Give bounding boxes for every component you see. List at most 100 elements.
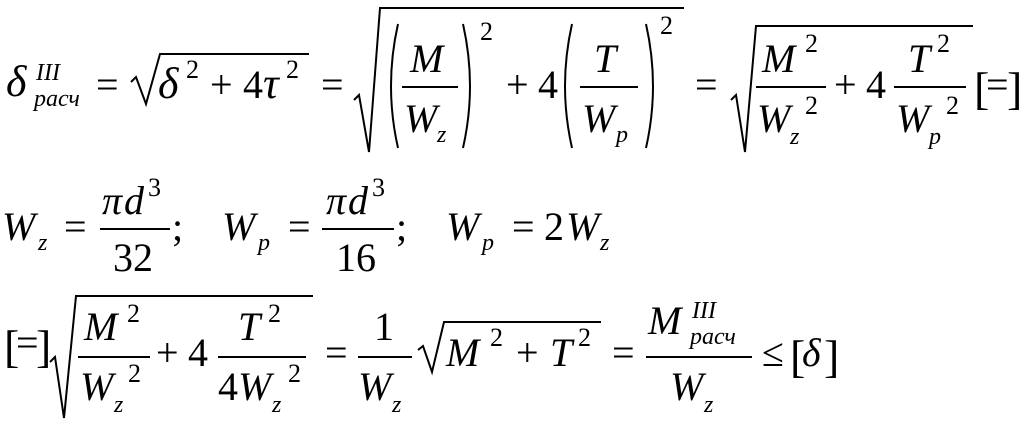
torque-t: T bbox=[908, 36, 933, 81]
moment-m: M bbox=[83, 304, 120, 349]
exponent-3: 3 bbox=[372, 173, 385, 202]
radical-sign bbox=[730, 25, 973, 153]
plus-sign: + bbox=[506, 62, 529, 107]
diameter-d: d bbox=[124, 178, 145, 223]
moment-m: M bbox=[647, 298, 684, 343]
coefficient-4: 4 bbox=[538, 62, 558, 107]
equals-sign: = bbox=[695, 62, 718, 107]
subscript-z: z bbox=[599, 230, 610, 256]
equals-sign: = bbox=[64, 204, 87, 249]
less-or-equal-sign: ≤ bbox=[762, 330, 784, 375]
delta-symbol: δ bbox=[158, 59, 180, 108]
exponent-2: 2 bbox=[186, 55, 199, 84]
denominator-16: 16 bbox=[336, 235, 376, 280]
torque-t: T bbox=[594, 36, 619, 81]
exponent-2: 2 bbox=[127, 299, 140, 328]
subscript-p: p bbox=[614, 122, 628, 148]
radical-sign bbox=[130, 53, 309, 108]
equals-sign: = bbox=[986, 62, 1009, 107]
right-bracket: ] bbox=[36, 321, 51, 372]
section-modulus-w: W bbox=[404, 96, 441, 141]
torque-t: T bbox=[238, 304, 263, 349]
semicolon: ; bbox=[172, 204, 183, 249]
exponent-2: 2 bbox=[268, 299, 281, 328]
exponent-2: 2 bbox=[578, 323, 591, 352]
tau-symbol: τ bbox=[263, 59, 281, 108]
right-paren bbox=[462, 23, 471, 149]
subscript-z: z bbox=[391, 392, 402, 418]
pi-symbol: π bbox=[326, 178, 347, 223]
subscript-rasch: расч bbox=[688, 324, 736, 350]
right-bracket: ] bbox=[1007, 63, 1022, 114]
radical-sign bbox=[353, 7, 684, 153]
delta-symbol: δ bbox=[6, 57, 28, 106]
line-2-formula: W z = π d 3 32 ; W p = π d 3 16 ; W p = … bbox=[2, 173, 610, 280]
plus-sign: + bbox=[210, 62, 233, 107]
exponent-2: 2 bbox=[490, 323, 503, 352]
subscript-z: z bbox=[436, 122, 447, 148]
left-bracket: [ bbox=[790, 331, 805, 382]
moment-m: M bbox=[409, 36, 446, 81]
radical-sign bbox=[417, 321, 601, 376]
exponent-2: 2 bbox=[288, 359, 301, 388]
equals-sign: = bbox=[325, 330, 348, 375]
line-1-formula: δ III расч = δ 2 + 4 τ 2 = M W z 2 + 4 T… bbox=[6, 7, 1022, 153]
moment-m: M bbox=[445, 330, 482, 375]
section-modulus-w: W bbox=[582, 96, 619, 141]
exponent-2: 2 bbox=[946, 91, 959, 120]
radical-sign bbox=[49, 295, 313, 419]
coefficient-4: 4 bbox=[218, 364, 238, 409]
coefficient-4: 4 bbox=[866, 62, 886, 107]
plus-sign: + bbox=[156, 330, 179, 375]
pi-symbol: π bbox=[102, 178, 123, 223]
delta-symbol: δ bbox=[802, 330, 822, 375]
subscript-p: p bbox=[256, 230, 270, 256]
equals-sign: = bbox=[512, 204, 535, 249]
coefficient-4: 4 bbox=[188, 330, 208, 375]
equals-sign: = bbox=[96, 62, 119, 107]
exponent-2: 2 bbox=[480, 17, 493, 46]
section-modulus-w: W bbox=[670, 364, 707, 409]
section-modulus-w: W bbox=[358, 364, 395, 409]
left-paren bbox=[564, 23, 573, 149]
section-modulus-w: W bbox=[222, 204, 259, 249]
section-modulus-w: W bbox=[80, 364, 117, 409]
left-bracket: [ bbox=[974, 63, 989, 114]
exponent-2: 2 bbox=[937, 29, 950, 58]
denominator-32: 32 bbox=[113, 235, 153, 280]
subscript-z: z bbox=[703, 392, 714, 418]
subscript-z: z bbox=[37, 230, 48, 256]
exponent-2: 2 bbox=[286, 55, 299, 84]
section-modulus-w: W bbox=[757, 96, 794, 141]
exponent-2: 2 bbox=[660, 11, 673, 40]
subscript-z: z bbox=[789, 124, 800, 150]
diameter-d: d bbox=[348, 178, 369, 223]
exponent-2: 2 bbox=[128, 359, 141, 388]
torque-t: T bbox=[550, 330, 575, 375]
equals-sign: = bbox=[288, 204, 311, 249]
exponent-3: 3 bbox=[148, 173, 161, 202]
subscript-z: z bbox=[271, 392, 282, 418]
exponent-2: 2 bbox=[805, 91, 818, 120]
section-modulus-w: W bbox=[446, 204, 483, 249]
section-modulus-w: W bbox=[2, 204, 39, 249]
line-3-formula: [ = ] M 2 W z 2 + 4 T 2 4 W z 2 = 1 W z … bbox=[4, 295, 839, 419]
superscript-iii: III bbox=[691, 298, 717, 324]
subscript-rasch: расч bbox=[32, 86, 80, 112]
equals-sign: = bbox=[321, 62, 344, 107]
superscript-iii: III bbox=[35, 60, 61, 86]
coefficient-4: 4 bbox=[243, 62, 263, 107]
numerator-1: 1 bbox=[374, 304, 394, 349]
section-modulus-w: W bbox=[566, 204, 603, 249]
section-modulus-w: W bbox=[896, 96, 933, 141]
equals-sign: = bbox=[612, 330, 635, 375]
subscript-p: p bbox=[480, 230, 494, 256]
section-modulus-w: W bbox=[238, 364, 275, 409]
exponent-2: 2 bbox=[805, 29, 818, 58]
plus-sign: + bbox=[834, 62, 857, 107]
left-bracket: [ bbox=[4, 321, 19, 372]
left-paren bbox=[390, 23, 399, 149]
equals-sign: = bbox=[16, 320, 39, 365]
right-bracket: ] bbox=[824, 331, 839, 382]
